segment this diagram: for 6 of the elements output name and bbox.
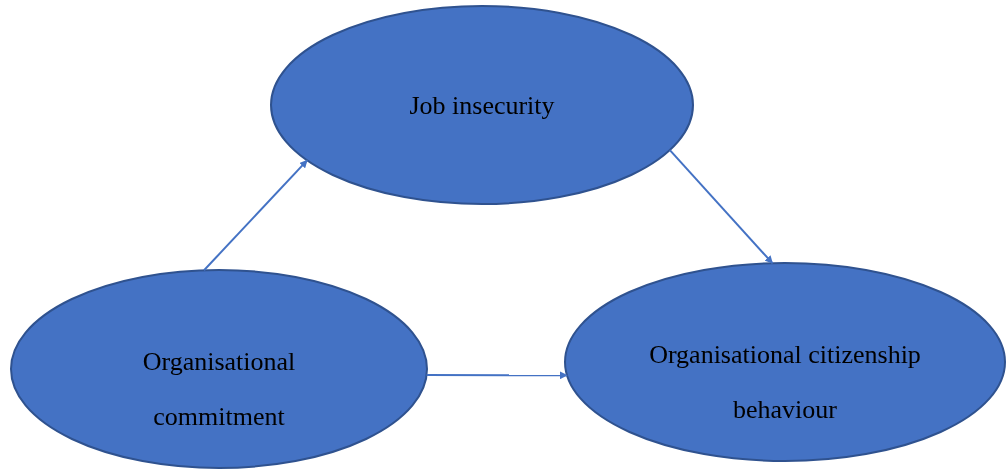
arrow — [203, 159, 309, 272]
arrow — [668, 149, 774, 265]
arrow — [425, 371, 568, 380]
node-label: Job insecurity — [408, 89, 556, 122]
node-label: Organisational citizenship behaviour — [648, 339, 922, 426]
node-label: Organisational commitment — [141, 346, 297, 433]
